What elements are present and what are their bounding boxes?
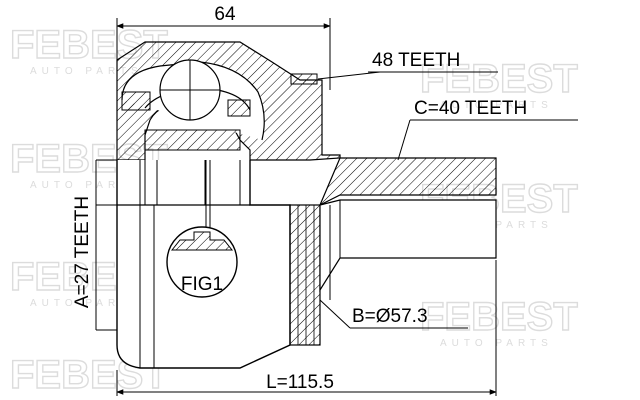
- abs-ring-diameter-callout: B=Ø57.3: [319, 299, 468, 329]
- watermark-tagline: AUTO PARTS: [30, 298, 143, 309]
- fig1-label: FIG1: [181, 274, 223, 295]
- stub-shaft: [318, 157, 497, 300]
- dimension-length: L=115.5: [116, 260, 497, 396]
- shaft-teeth-label: C=40 TEETH: [414, 98, 527, 119]
- inner-teeth-label: A=27 TEETH: [72, 196, 93, 308]
- shaft-teeth-callout: C=40 TEETH: [397, 98, 578, 161]
- outer-ring-teeth-callout: 48 TEETH: [317, 50, 498, 80]
- dimension-width-label: 64: [214, 4, 236, 25]
- outer-ring-teeth-label: 48 TEETH: [372, 50, 460, 71]
- abs-ring-diameter-label: B=Ø57.3: [352, 306, 428, 327]
- watermark-tagline: AUTO PARTS: [440, 338, 553, 349]
- watermark-brand: FEBEST: [420, 57, 578, 101]
- housing-section: [116, 41, 341, 161]
- watermark-tagline: AUTO PARTS: [30, 66, 143, 77]
- abs-ring: [289, 204, 321, 346]
- fig1-detail: FIG1: [166, 226, 238, 298]
- watermark-tagline: AUTO PARTS: [30, 180, 143, 191]
- watermark-brand: FEBEST: [420, 295, 578, 339]
- watermark-tagline: AUTO PARTS: [440, 100, 553, 111]
- inner-teeth-dimension: A=27 TEETH: [72, 159, 140, 331]
- dimension-width: 64: [116, 4, 331, 90]
- dimension-length-label: L=115.5: [266, 372, 334, 393]
